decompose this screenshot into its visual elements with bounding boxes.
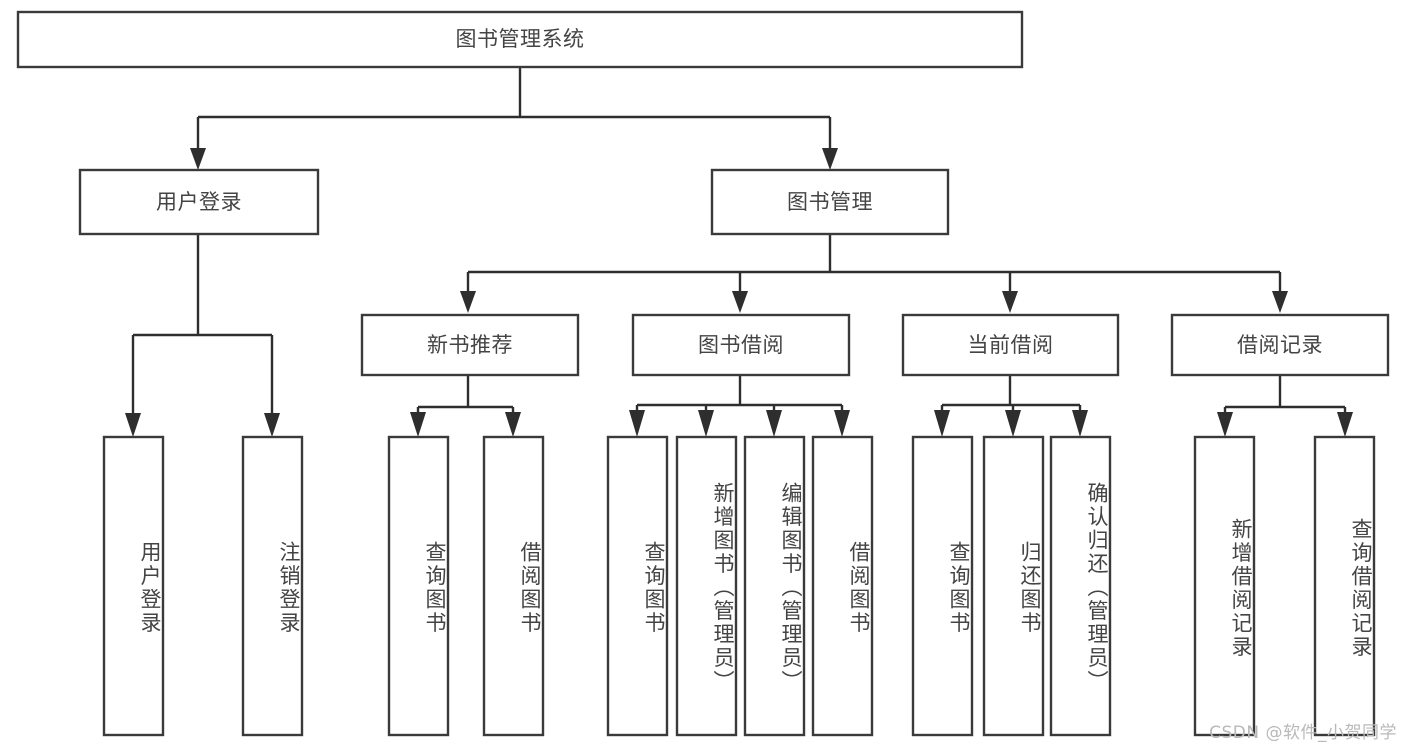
node-box-borrow-record[interactable] <box>1170 313 1390 377</box>
connector-group-root-to-level1 <box>190 67 838 170</box>
arrow-to-borrow-record <box>1272 291 1288 313</box>
arrow-to-book-manage <box>822 148 838 170</box>
arrow-to-leaf-add-record <box>1217 412 1233 437</box>
node-box-leaf-edit-book[interactable] <box>743 435 806 737</box>
arrow-to-book-borrow <box>732 291 748 313</box>
node-box-current-borrow[interactable] <box>901 313 1120 377</box>
connector-group-book-manage-children <box>460 234 1288 313</box>
node-box-leaf-borrow-book-2[interactable] <box>811 435 874 737</box>
node-box-leaf-user-login[interactable] <box>102 435 165 737</box>
node-box-book-manage[interactable] <box>710 168 950 236</box>
node-box-leaf-query-record[interactable] <box>1313 435 1376 737</box>
node-box-leaf-return-book[interactable] <box>982 435 1045 737</box>
node-box-leaf-add-record[interactable] <box>1193 435 1256 737</box>
arrow-to-current-borrow <box>1002 291 1018 313</box>
arrow-to-leaf-add-book <box>698 410 714 437</box>
node-box-leaf-query-book-3[interactable] <box>911 435 974 737</box>
arrow-to-user-login <box>190 148 206 170</box>
arrow-to-new-book-recommend <box>460 291 476 313</box>
arrow-to-leaf-query-book-3 <box>934 410 950 437</box>
arrow-to-leaf-query-record <box>1337 412 1353 437</box>
arrow-to-leaf-user-login <box>125 413 141 437</box>
node-box-user-login[interactable] <box>78 168 320 236</box>
arrow-to-leaf-confirm-return <box>1072 410 1088 437</box>
node-box-new-book-recommend[interactable] <box>360 313 580 377</box>
node-box-leaf-confirm-return[interactable] <box>1049 435 1112 737</box>
connector-group-borrow-record-children <box>1217 375 1353 437</box>
connector-group-book-borrow-children <box>629 375 850 437</box>
connector-group-user-login-children <box>125 234 280 437</box>
arrow-to-leaf-borrow-book-2 <box>834 410 850 437</box>
node-box-leaf-add-book[interactable] <box>675 435 738 737</box>
node-box-leaf-logout-login[interactable] <box>241 435 304 737</box>
arrow-to-leaf-query-book-2 <box>629 410 645 437</box>
arrow-to-leaf-borrow-book-1 <box>505 412 521 437</box>
arrow-to-leaf-logout-login <box>264 413 280 437</box>
arrow-to-leaf-query-book-1 <box>410 412 426 437</box>
node-box-leaf-borrow-book-1[interactable] <box>482 435 545 737</box>
arrow-to-leaf-edit-book <box>766 410 782 437</box>
connector-group-current-borrow-children <box>934 375 1088 437</box>
node-box-book-borrow[interactable] <box>631 313 851 377</box>
node-box-leaf-query-book-2[interactable] <box>606 435 669 737</box>
watermark: CSDN @软件_小贺同学 <box>1209 723 1397 743</box>
connector-group-new-book-recommend-children <box>410 375 521 437</box>
arrow-to-leaf-return-book <box>1005 410 1021 437</box>
node-box-leaf-query-book-1[interactable] <box>387 435 450 737</box>
node-box-root[interactable] <box>16 10 1024 69</box>
